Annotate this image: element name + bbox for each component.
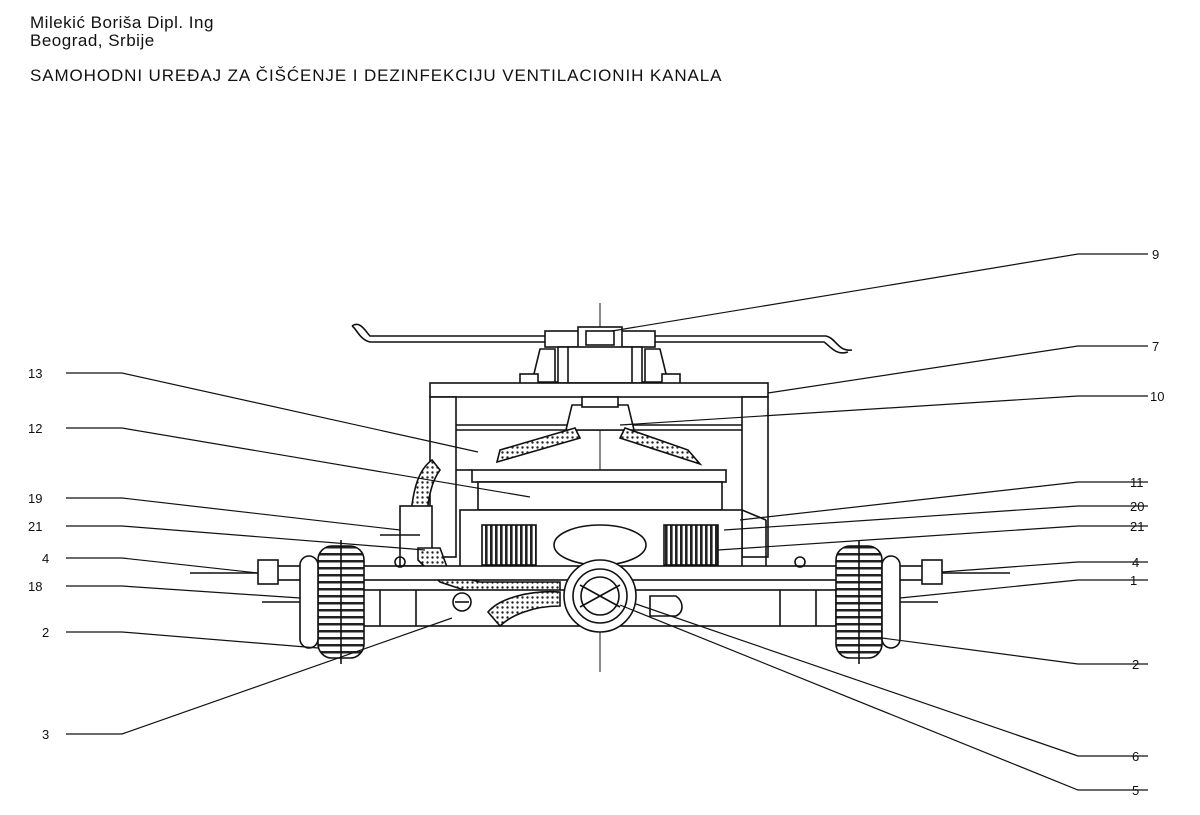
callout-19: 19: [28, 491, 42, 506]
callout-12: 12: [28, 421, 42, 436]
pump-assembly: [563, 559, 637, 633]
leader-lines: [66, 253, 1148, 791]
wheel-left: [262, 540, 365, 664]
callout-9: 9: [1152, 247, 1159, 262]
callout-3: 3: [42, 727, 49, 742]
callout-20: 20: [1130, 499, 1144, 514]
wheel-right: [835, 540, 938, 664]
callout-7: 7: [1152, 339, 1159, 354]
author-location: Beograd, Srbije: [30, 31, 155, 50]
motor-housing: [459, 509, 767, 570]
callout-2-right: 2: [1132, 657, 1139, 672]
drawing-title: SAMOHODNI UREĐAJ ZA ČIŠĆENJE I DEZINFEKC…: [30, 66, 723, 85]
author-name: Milekić Boriša Dipl. Ing: [30, 13, 214, 32]
callout-4-right: 4: [1132, 555, 1139, 570]
callout-1: 1: [1130, 573, 1137, 588]
callout-5: 5: [1132, 783, 1139, 798]
callout-2-left: 2: [42, 625, 49, 640]
callout-11: 11: [1130, 475, 1144, 490]
callout-21-left: 21: [28, 519, 42, 534]
callout-6: 6: [1132, 749, 1139, 764]
tank: [456, 469, 727, 511]
callout-18: 18: [28, 579, 42, 594]
rotating-brush: [495, 396, 703, 466]
callout-21-right: 21: [1130, 519, 1144, 534]
callout-13: 13: [28, 366, 42, 381]
callout-10: 10: [1150, 389, 1164, 404]
callout-4-left: 4: [42, 551, 49, 566]
nozzle-head: [519, 346, 681, 385]
